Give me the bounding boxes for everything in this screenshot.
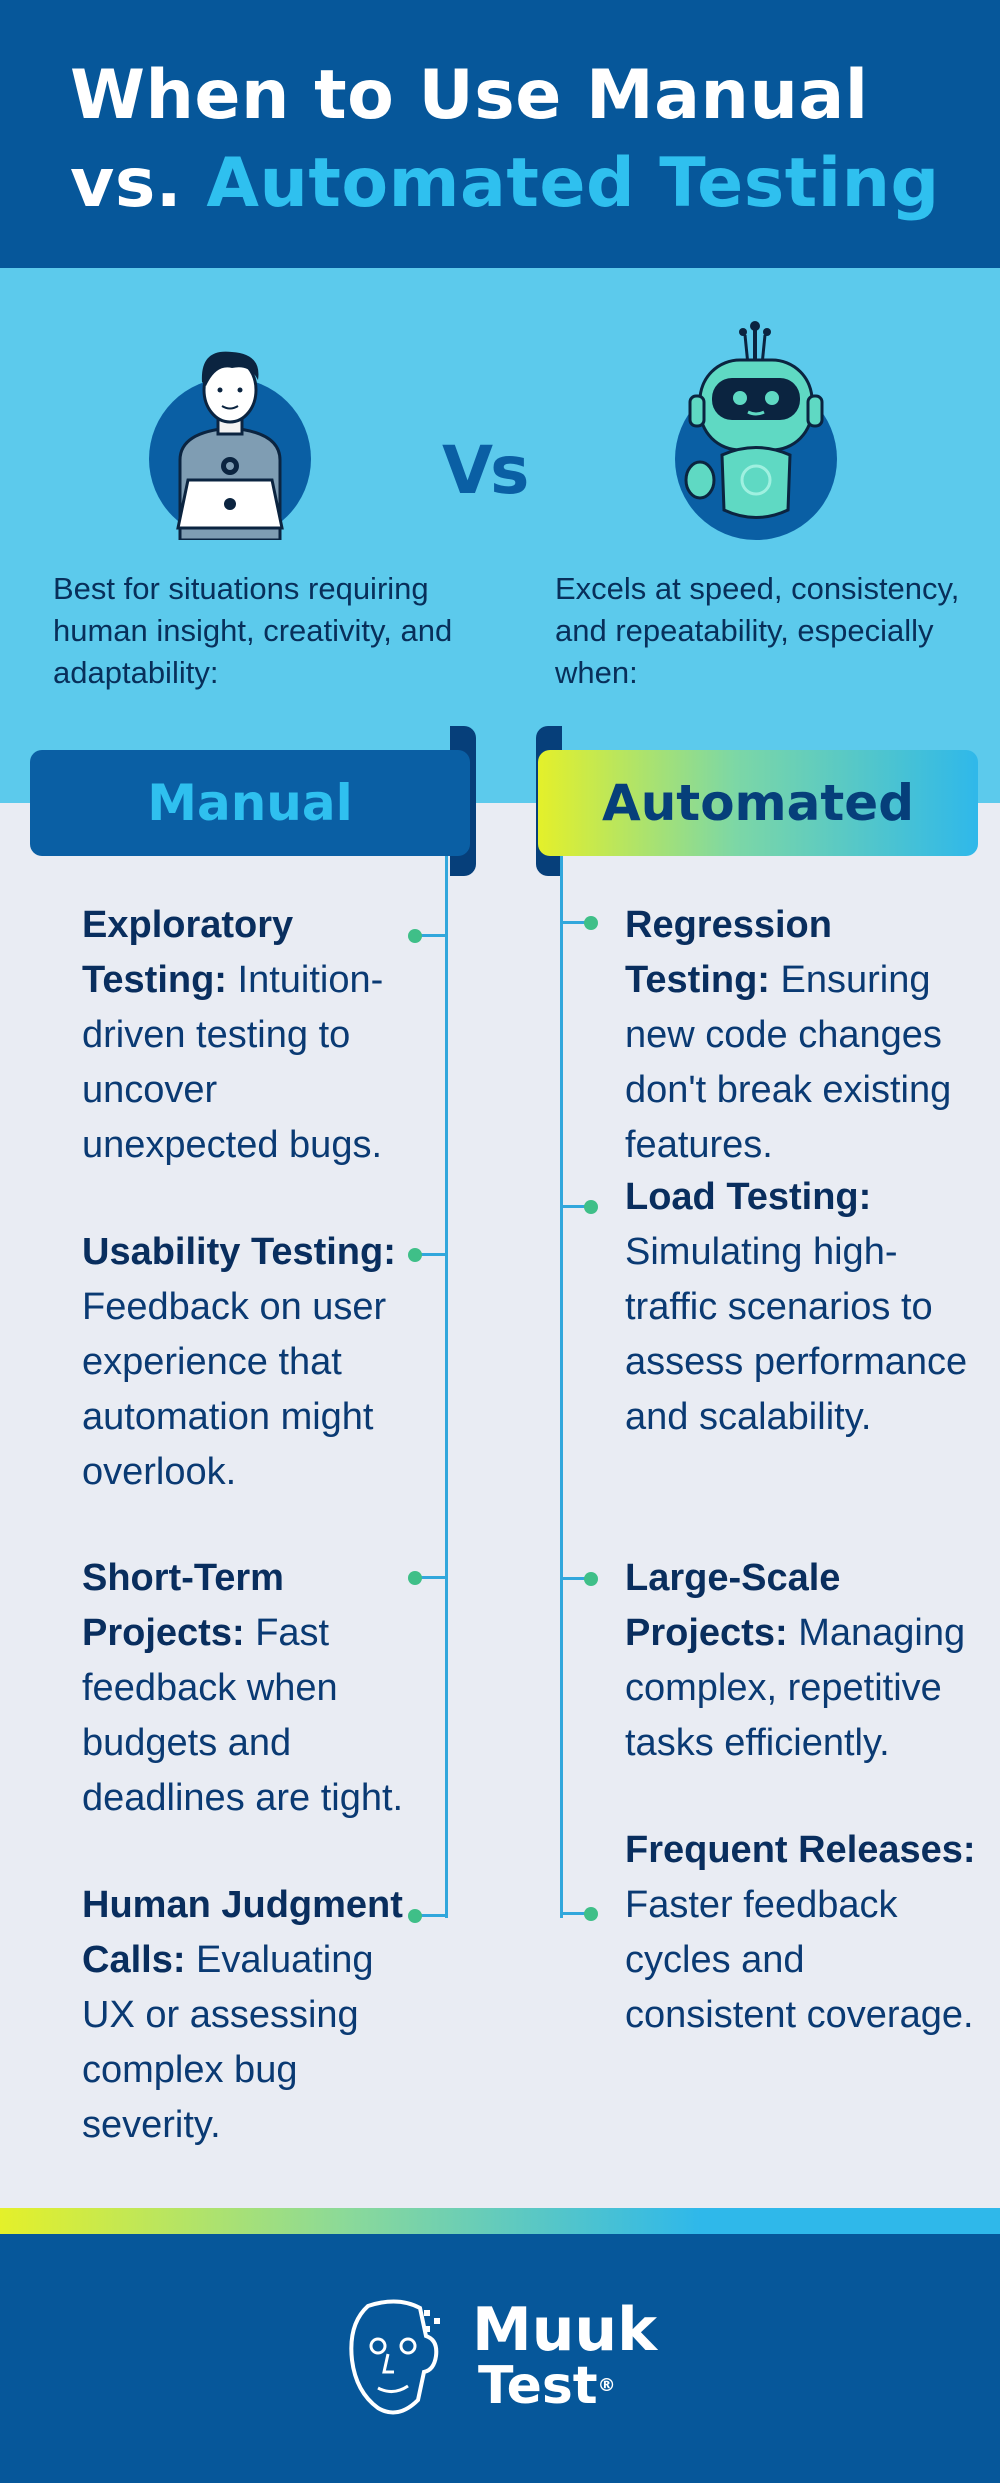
title-accent: Automated Testing — [206, 144, 940, 223]
registered-mark: ® — [597, 2375, 616, 2396]
logo-line-1: Muuk — [472, 2295, 658, 2365]
hero-section — [0, 268, 1000, 803]
automated-item-1-title: Regression Testing: — [625, 904, 832, 1001]
manual-connector-3 — [417, 1576, 447, 1579]
person-with-laptop-icon — [176, 351, 284, 540]
automated-item-3: Large-Scale Projects: Managing complex, … — [625, 1551, 985, 1771]
manual-intro: Best for situations requiring human insi… — [53, 571, 453, 690]
manual-item-1-text: Intuition-driven testing to uncover unex… — [82, 959, 384, 1166]
automated-item-1-text: Ensuring new code changes don't break ex… — [625, 959, 952, 1166]
logo-line-2-text: Test — [478, 2356, 598, 2416]
manual-connector-2 — [417, 1253, 447, 1256]
automated-item-4: Frequent Releases: Faster feedback cycle… — [625, 1823, 985, 2043]
automated-connector-4 — [560, 1912, 590, 1915]
manual-item-3: Short-Term Projects: Fast feedback when … — [82, 1551, 420, 1826]
title-line-2: vs. Automated Testing — [70, 140, 940, 228]
logo-line-2: Test® — [478, 2358, 657, 2414]
manual-timeline-line — [445, 856, 448, 1918]
automated-item-2-title: Load Testing: — [625, 1176, 872, 1218]
automated-item-2-text: Simulating high-traffic scenarios to ass… — [625, 1231, 968, 1438]
manual-item-1-title: Exploratory Testing: — [82, 904, 294, 1001]
vs-label: Vs — [442, 432, 529, 509]
footer — [0, 2234, 1000, 2483]
title-line-1: When to Use Manual — [70, 56, 869, 135]
manual-item-4-text: Evaluating UX or assessing complex bug s… — [82, 1939, 374, 2146]
gradient-stripe — [0, 2208, 1000, 2234]
automated-connector-3 — [560, 1577, 590, 1580]
manual-dot-3 — [408, 1571, 422, 1585]
automated-heading: Automated — [538, 750, 978, 856]
automated-dot-2 — [584, 1200, 598, 1214]
automated-item-4-title: Frequent Releases: — [625, 1829, 976, 1871]
manual-heading: Manual — [30, 750, 470, 856]
automated-item-3-title: Large-Scale Projects: — [625, 1557, 841, 1654]
face-logo-icon — [349, 2299, 440, 2415]
manual-item-2-title: Usability Testing: — [82, 1231, 396, 1273]
content-background — [0, 803, 1000, 2208]
automated-item-1: Regression Testing: Ensuring new code ch… — [625, 898, 985, 1173]
manual-item-4: Human Judgment Calls: Evaluating UX or a… — [82, 1878, 420, 2153]
manual-item-4-title: Human Judgment Calls: — [82, 1884, 403, 1981]
manual-item-3-title: Short-Term Projects: — [82, 1557, 284, 1654]
manual-item-2: Usability Testing: Feedback on user expe… — [82, 1225, 420, 1500]
automated-item-3-text: Managing complex, repetitive tasks effic… — [625, 1612, 966, 1764]
automated-item-2: Load Testing: Simulating high-traffic sc… — [625, 1170, 985, 1445]
robot-icon — [684, 321, 824, 519]
logo-wordmark: Muuk Test® — [472, 2295, 658, 2414]
automated-connector-1 — [560, 921, 590, 924]
automated-item-4-text: Faster feedback cycles and consistent co… — [625, 1884, 974, 2036]
header: When to Use Manual vs. Automated Testing — [0, 0, 1000, 268]
manual-item-1: Exploratory Testing: Intuition-driven te… — [82, 898, 420, 1173]
manual-dot-2 — [408, 1248, 422, 1262]
manual-connector-1 — [417, 934, 447, 937]
manual-item-3-text: Fast feedback when budgets and deadlines… — [82, 1612, 404, 1819]
manual-item-2-text: Feedback on user experience that automat… — [82, 1286, 387, 1493]
automated-dot-3 — [584, 1572, 598, 1586]
manual-dot-1 — [408, 929, 422, 943]
page-title: When to Use Manual vs. Automated Testing — [70, 52, 940, 228]
manual-dot-4 — [408, 1909, 422, 1923]
manual-connector-4 — [417, 1914, 447, 1917]
automated-intro: Excels at speed, consistency, and repeat… — [555, 571, 960, 690]
title-prefix: vs. — [70, 144, 183, 223]
automated-connector-2 — [560, 1205, 590, 1208]
automated-timeline-line — [560, 856, 563, 1918]
automated-dot-4 — [584, 1907, 598, 1921]
automated-dot-1 — [584, 916, 598, 930]
